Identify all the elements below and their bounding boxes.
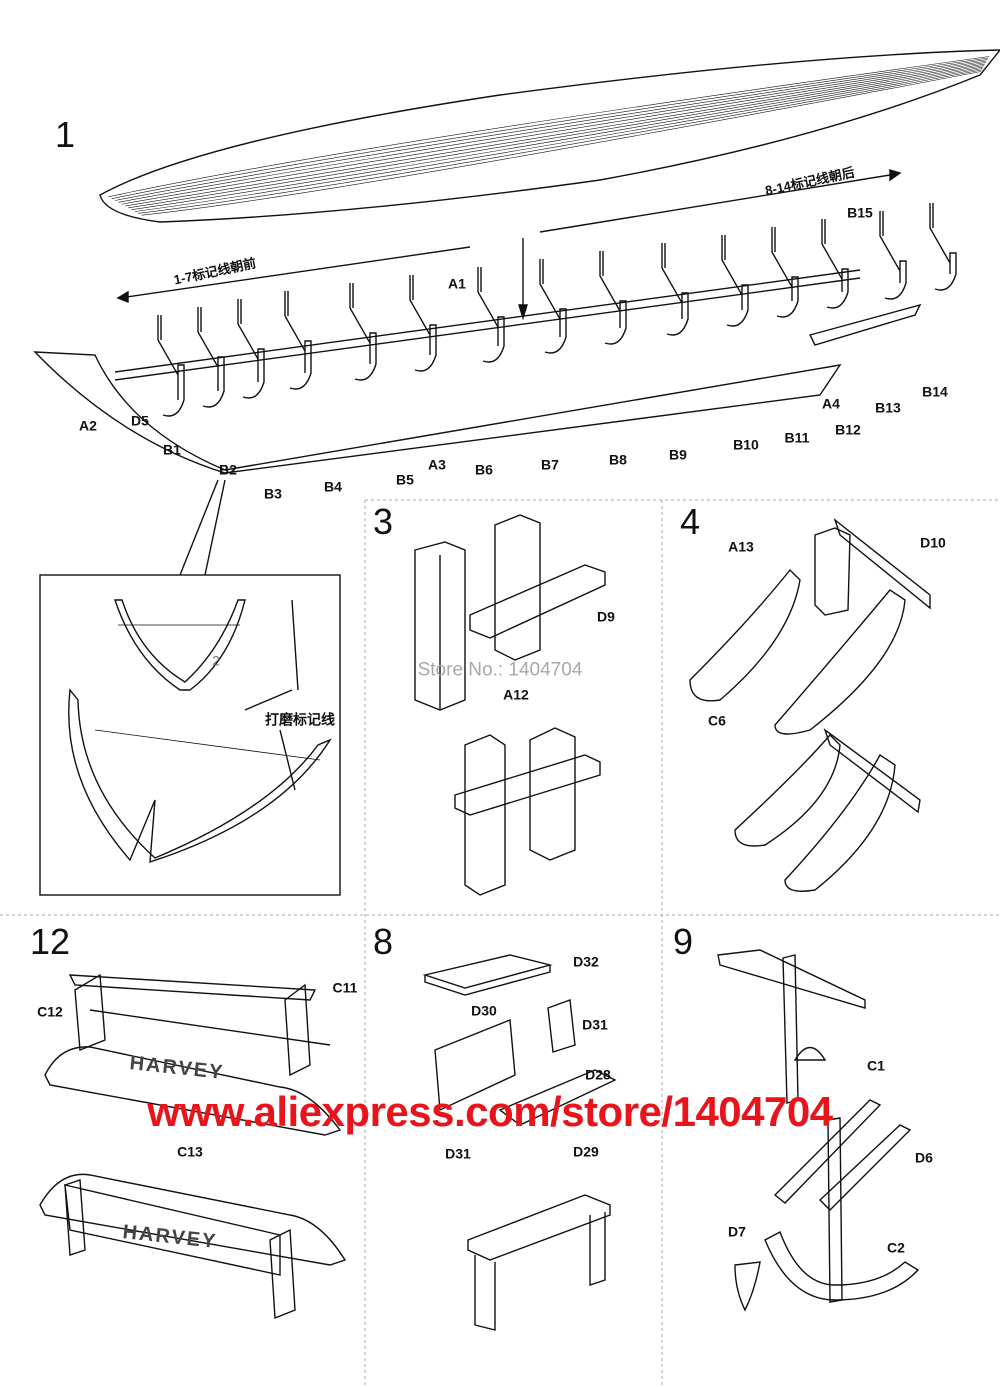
frame-8 [539,259,567,354]
deck-plank-line [141,71,981,216]
frame-11 [721,235,749,327]
frame-4 [284,291,312,390]
part-label: D29 [573,1143,599,1160]
part-label: C12 [37,1003,63,1020]
frame-12 [771,227,799,318]
part-label: C13 [177,1143,203,1160]
part-label: C2 [887,1239,905,1256]
deck-plank-line [118,60,987,203]
part-label: D9 [597,608,615,625]
part-label: A13 [728,538,754,555]
part-label: B4 [324,478,342,495]
deck-plank-line [138,69,982,214]
part-label: D28 [585,1066,611,1083]
step-number-12: 12 [29,921,71,962]
part-label: B1 [163,441,181,458]
part-label: B3 [264,485,282,502]
part-label: D31 [582,1016,608,1033]
frame-6 [409,275,437,372]
step-number-9: 9 [672,921,694,962]
step8-drawing [422,954,617,1331]
deck-plank-line [114,59,988,201]
step3-drawing [414,514,606,896]
step-number-3: 3 [372,501,394,542]
inset-frame-number: 2 [212,652,220,669]
part-label: B10 [733,436,759,453]
deck-plank-line [108,56,990,198]
store-watermark: Store No.: 1404704 [417,659,583,681]
part-label: C11 [332,979,358,996]
step4-drawing [689,517,931,892]
part-label: B8 [609,451,627,468]
part-label: A2 [79,417,97,434]
part-label: C6 [708,712,726,729]
deck-plank-line [111,57,989,199]
part-label: D5 [131,412,149,429]
frame-14 [879,211,907,300]
part-label: B12 [835,421,861,438]
part-label: A4 [822,395,840,412]
part-label: B7 [541,456,559,473]
part-label: A3 [428,456,446,473]
part-label: D30 [471,1002,497,1019]
part-label: B15 [847,204,873,221]
frame-15 [929,203,957,291]
section-dividers [0,499,1000,1387]
detail-inset [39,479,341,896]
part-label: C1 [867,1057,885,1074]
frame-3 [237,299,265,399]
frame-7 [477,267,505,363]
part-label: D10 [920,534,946,551]
part-label: B2 [219,461,237,478]
bulkhead-frames [157,203,957,417]
frame-1 [157,315,185,417]
part-label: B11 [784,429,810,446]
part-label: D32 [573,953,599,970]
part-label: B5 [396,471,414,488]
frame-10 [661,243,689,336]
step-number-4: 4 [679,501,701,542]
part-label: D31 [445,1145,471,1162]
frame-5 [349,283,377,381]
part-label: A1 [448,275,466,292]
hull-keel [33,269,922,474]
part-label: B14 [922,383,948,400]
deck-plank-line [131,66,984,210]
deck-planking [99,49,1000,223]
part-label: B9 [669,446,687,463]
inset-note: 打磨标记线 [265,711,335,728]
deck-plank-line [134,68,983,212]
step9-drawing [717,949,920,1312]
frame-13 [821,219,849,309]
part-label: B6 [475,461,493,478]
step-number-8: 8 [372,921,394,962]
step-number-1: 1 [54,114,76,155]
direction-arrows [116,169,902,321]
part-label: D6 [915,1149,933,1166]
step12-drawing [39,973,347,1320]
frame-2 [197,307,225,408]
url-watermark: www.aliexpress.com/store/1404704 [147,1088,833,1135]
deck-plank-line [124,63,986,207]
deck-plank-line [121,62,986,205]
deck-plank-line [128,65,985,209]
part-label: A12 [503,686,529,703]
frame-9 [599,251,627,345]
part-label: D7 [728,1223,746,1240]
part-label: B13 [875,399,901,416]
